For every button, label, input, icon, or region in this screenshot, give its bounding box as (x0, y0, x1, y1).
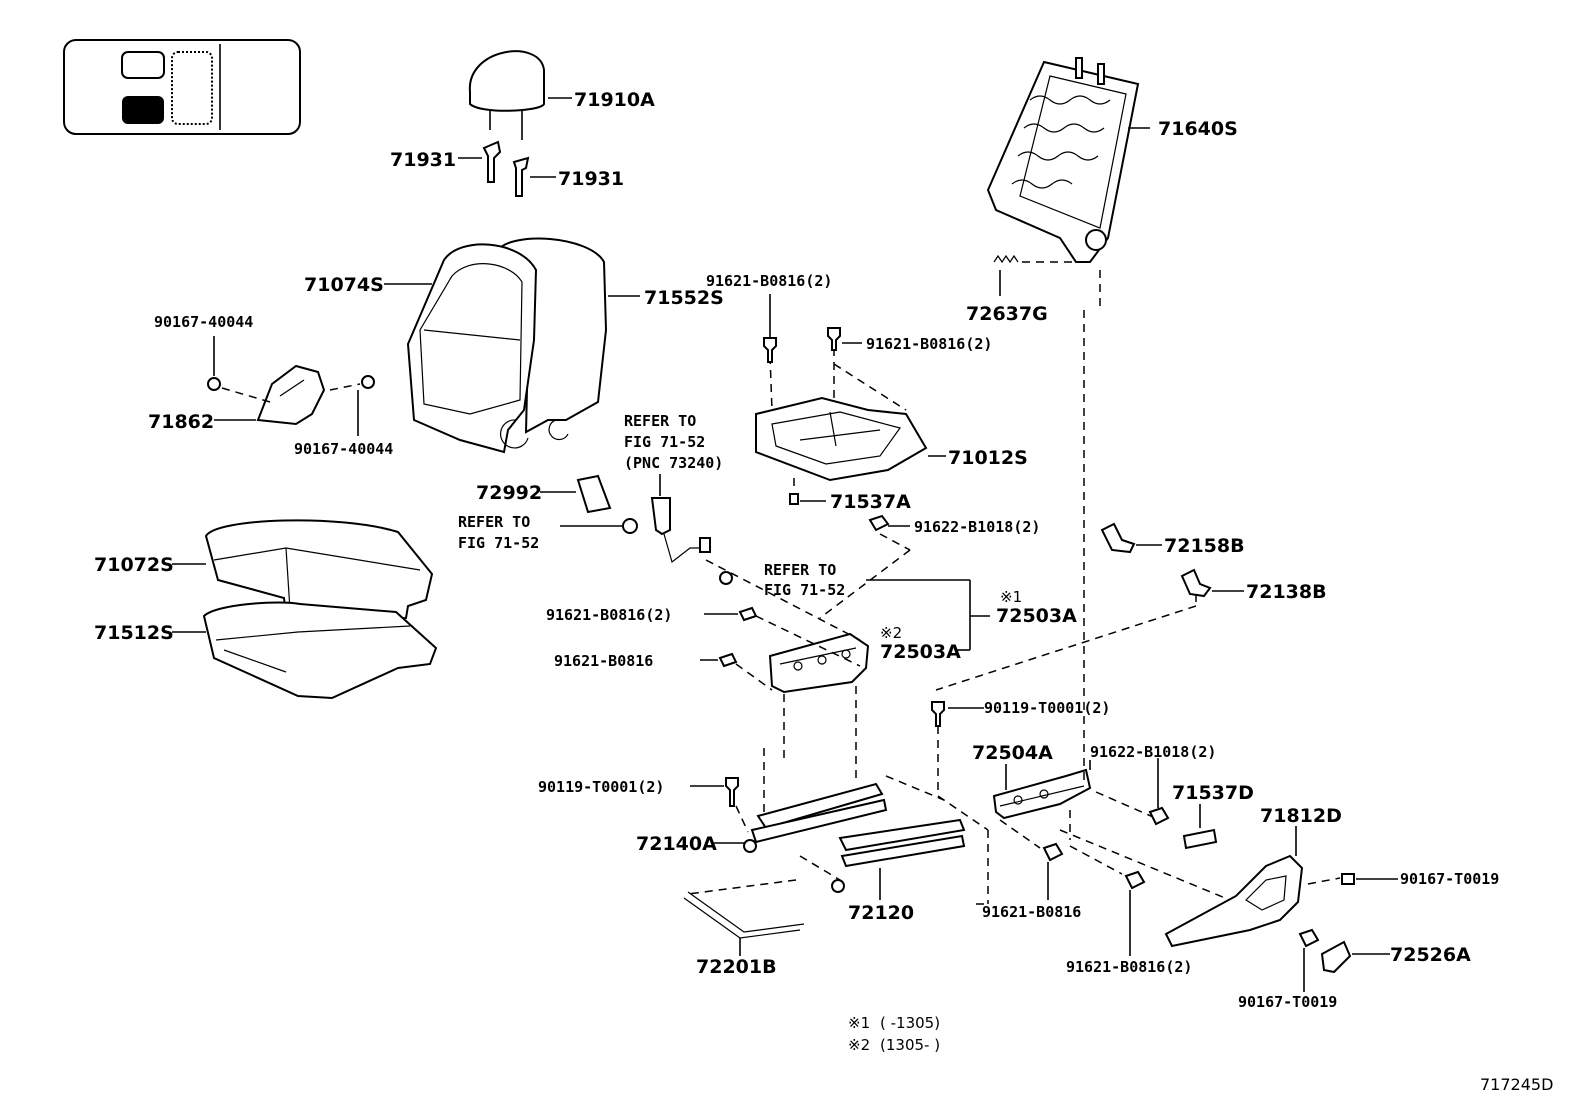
note-1-text: ( -1305) (880, 1014, 940, 1032)
label-90119-t0001-2-mid[interactable]: 90119-T0001(2) (984, 699, 1110, 717)
seat-adjuster-lh-drawing (935, 270, 1231, 905)
label-91622-b1018-2-right[interactable]: 91622-B1018(2) (1090, 743, 1216, 761)
clip-71537d-drawing (1182, 804, 1218, 850)
seat-cell-driver-selected (122, 96, 164, 124)
diagram-id: 717245D (1480, 1075, 1553, 1094)
label-90167-40044-top[interactable]: 90167-40044 (154, 313, 253, 331)
label-71640s[interactable]: 71640S (1158, 118, 1238, 140)
label-91621-b0816-2-top[interactable]: 91621-B0816(2) (706, 272, 832, 290)
shield-cover-drawing (207, 336, 375, 436)
shield-71812d-drawing (1164, 826, 1398, 992)
guide-bracket-drawing (540, 474, 638, 534)
cushion-frame-drawing (755, 348, 946, 482)
label-72138b[interactable]: 72138B (1246, 581, 1327, 603)
label-71931-left[interactable]: 71931 (390, 149, 456, 171)
seat-cell-rear-left (121, 51, 165, 79)
seat-track-drawing (690, 775, 966, 900)
label-72526a[interactable]: 72526A (1390, 944, 1471, 966)
label-71931-right[interactable]: 71931 (558, 168, 624, 190)
ref1-line2[interactable]: FIG 71-52 (624, 433, 705, 451)
seat-belt-buckle-drawing (650, 474, 861, 641)
ref2-line1[interactable]: REFER TO (458, 513, 530, 531)
label-71012s[interactable]: 71012S (948, 447, 1028, 469)
note-2-text: (1305- ) (880, 1036, 940, 1054)
label-91621-b0816-left[interactable]: 91621-B0816 (554, 652, 653, 670)
note-2-mark: ※2 (848, 1036, 870, 1054)
label-71812d[interactable]: 71812D (1260, 805, 1342, 827)
seatback-cover-drawing (384, 237, 640, 454)
label-71537a[interactable]: 71537A (830, 491, 911, 513)
seat-cell-right (171, 51, 213, 125)
label-71512s[interactable]: 71512S (94, 622, 174, 644)
label-71862[interactable]: 71862 (148, 411, 214, 433)
label-72637g[interactable]: 72637G (966, 303, 1048, 325)
knob-drawing (1320, 940, 1390, 974)
label-91621-b0816-bottom[interactable]: 91621-B0816 (982, 903, 1081, 921)
label-72504a[interactable]: 72504A (972, 742, 1053, 764)
label-71074s[interactable]: 71074S (304, 274, 384, 296)
label-90167-40044-bottom[interactable]: 90167-40044 (294, 440, 393, 458)
label-72992[interactable]: 72992 (476, 482, 542, 504)
label-71552s[interactable]: 71552S (644, 287, 724, 309)
label-72120[interactable]: 72120 (848, 902, 914, 924)
label-72503a-2[interactable]: 72503A (880, 641, 961, 663)
label-72158b[interactable]: 72158B (1164, 535, 1245, 557)
mark-2: ※2 (880, 624, 902, 642)
label-91621-b0816-2-right[interactable]: 91621-B0816(2) (866, 335, 992, 353)
label-72140a[interactable]: 72140A (636, 833, 717, 855)
bolt-drawings-right (999, 758, 1170, 956)
seat-cushion-drawing (172, 519, 438, 700)
clip-71537a-drawing (789, 478, 826, 505)
bolt-drawings-upper (763, 294, 862, 363)
label-72503a-1[interactable]: 72503A (996, 605, 1077, 627)
mark-1: ※1 (1000, 588, 1022, 606)
ref3-line2[interactable]: FIG 71-52 (764, 581, 845, 599)
label-90119-t0001-2-left[interactable]: 90119-T0001(2) (538, 778, 664, 796)
headrest-support-drawing (458, 140, 556, 197)
spring-drawing (993, 254, 1080, 296)
label-71910a[interactable]: 71910A (574, 89, 655, 111)
headrest-drawing (468, 50, 572, 140)
ref3-line1[interactable]: REFER TO (764, 561, 836, 579)
label-90167-t0019-right[interactable]: 90167-T0019 (1400, 870, 1499, 888)
ref1-line1[interactable]: REFER TO (624, 412, 696, 430)
note-1-mark: ※1 (848, 1014, 870, 1032)
bolt-90119-drawing (931, 701, 989, 831)
label-91621-b0816-2-left[interactable]: 91621-B0816(2) (546, 606, 672, 624)
label-71537d[interactable]: 71537D (1172, 782, 1254, 804)
label-71072s[interactable]: 71072S (94, 554, 174, 576)
seat-position-indicator (63, 39, 301, 135)
label-90167-t0019-bottom[interactable]: 90167-T0019 (1238, 993, 1337, 1011)
label-91622-b1018-2-mid[interactable]: 91622-B1018(2) (914, 518, 1040, 536)
cover-72158b-drawing (1100, 522, 1162, 554)
ref1-line3[interactable]: (PNC 73240) (624, 454, 723, 472)
wire-drawing (683, 879, 805, 956)
seatback-frame-drawing (986, 57, 1150, 263)
cover-72138b-drawing (1180, 568, 1244, 598)
label-91621-b0816-2-bottom[interactable]: 91621-B0816(2) (1066, 958, 1192, 976)
label-72201b[interactable]: 72201B (696, 956, 777, 978)
seat-adjuster-drawing (700, 514, 990, 830)
ref2-line2[interactable]: FIG 71-52 (458, 534, 539, 552)
